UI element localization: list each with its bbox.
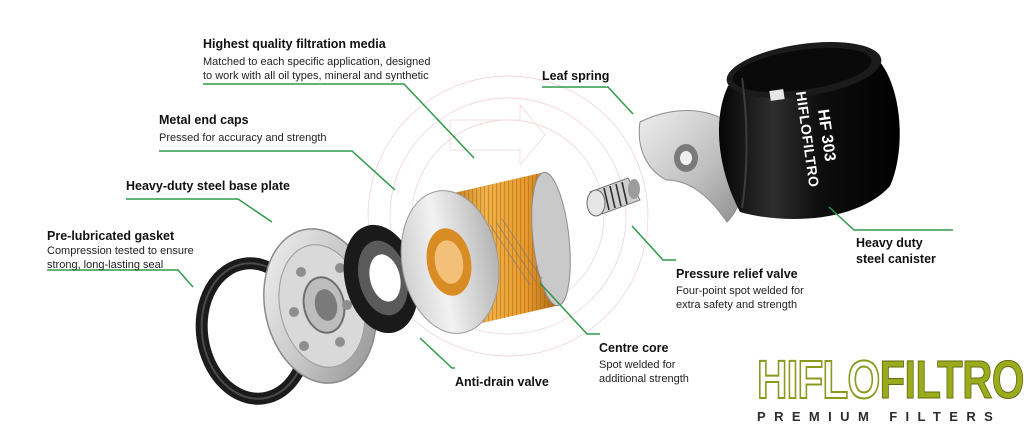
label-anti-drain-valve: Anti-drain valve (455, 375, 549, 390)
filter-element (400, 171, 571, 334)
leaf-spring (638, 110, 745, 223)
label-desc: Pressed for accuracy and strength (159, 132, 327, 144)
label-filtration-media: Highest quality filtration media Matched… (203, 37, 430, 83)
pressure-relief-valve (586, 177, 641, 217)
leader-spring (542, 86, 634, 115)
label-pressure-relief-valve: Pressure relief valve Four-point spot we… (676, 267, 804, 312)
label-canister: Heavy duty steel canister (856, 235, 936, 267)
label-gasket: Pre-lubricated gasket Compression tested… (47, 229, 194, 272)
leader-base (126, 198, 273, 223)
label-title: Leaf spring (542, 69, 610, 83)
label-desc: Spot welded for additional strength (599, 359, 689, 385)
leader-canister (828, 206, 953, 231)
leader-caps (159, 150, 396, 191)
label-desc: Matched to each specific application, de… (203, 56, 431, 82)
brand-logo: HIFLOFILTRO PREMIUM FILTERS (756, 350, 1024, 424)
label-title: Anti-drain valve (455, 375, 549, 389)
label-title: Highest quality filtration media (203, 37, 386, 51)
logo-wordmark: HIFLOFILTRO (756, 350, 1024, 410)
steel-canister: HIFLOFILTRO HF 303 (718, 42, 900, 220)
anti-drain-valve (343, 224, 419, 334)
label-desc: Compression tested to ensure strong, lon… (47, 245, 194, 271)
label-title: Heavy duty steel canister (856, 236, 936, 266)
leader-adv (419, 337, 455, 369)
label-leaf-spring: Leaf spring (542, 69, 609, 84)
label-title: Centre core (599, 341, 669, 355)
label-title: Pre-lubricated gasket (47, 229, 175, 243)
label-base-plate: Heavy-duty steel base plate (126, 179, 290, 194)
leader-media (203, 83, 475, 159)
label-title: Heavy-duty steel base plate (126, 179, 290, 193)
label-metal-end-caps: Metal end caps Pressed for accuracy and … (159, 113, 327, 145)
leader-prv (631, 225, 676, 261)
logo-word-filtro: FILTRO (879, 350, 1024, 410)
logo-tagline: PREMIUM FILTERS (757, 409, 1002, 424)
leader-gasket (47, 269, 194, 288)
leader-core (539, 282, 600, 335)
label-title: Metal end caps (159, 113, 249, 127)
logo-word-hiflo: HIFLO (756, 350, 881, 410)
leader-lines (47, 83, 953, 369)
label-centre-core: Centre core Spot welded for additional s… (599, 341, 689, 386)
label-desc: Four-point spot welded for extra safety … (676, 285, 804, 311)
label-title: Pressure relief valve (676, 267, 798, 281)
